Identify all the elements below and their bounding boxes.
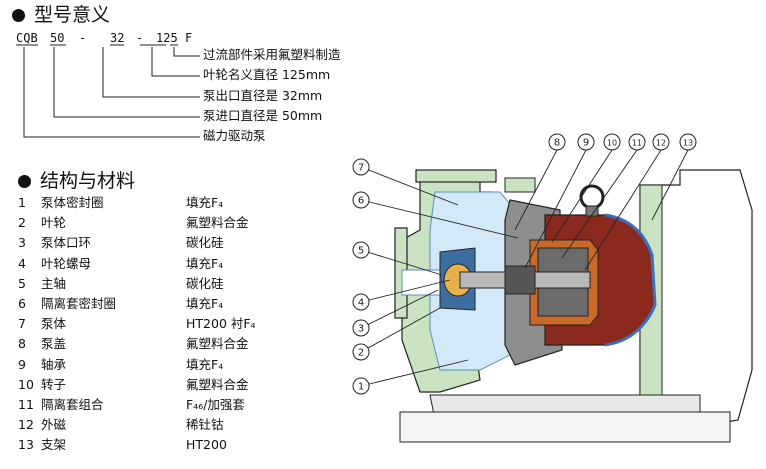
bullet-icon — [12, 9, 25, 22]
part-material: 稀钍钴 — [186, 417, 224, 433]
part-number: 3 — [18, 235, 26, 251]
inlet-passage — [401, 269, 441, 296]
part-number: 12 — [18, 417, 34, 433]
code-part-outlet: 32 — [110, 31, 125, 45]
code-part-inlet: 50 — [50, 31, 65, 45]
callout-label: 3 — [358, 324, 364, 335]
callout-circle — [577, 133, 595, 151]
code-part-dash: - — [136, 31, 144, 45]
callout-circle — [679, 133, 697, 151]
diagram-leader-lines — [360, 149, 689, 387]
part-number: 5 — [18, 275, 26, 291]
callout-circle — [352, 343, 370, 361]
part-name: 泵体 — [41, 316, 67, 332]
callout-label: 8 — [554, 138, 560, 149]
part-material: F₄₆/加强套 — [186, 397, 245, 412]
callout-label: 4 — [358, 298, 364, 309]
callout-circle — [652, 133, 670, 151]
part-material: 填充F₄ — [186, 255, 224, 271]
part-number: 9 — [18, 356, 26, 372]
callout-label: 1 — [358, 382, 364, 393]
part-name: 支架 — [41, 437, 67, 453]
part-name: 叶轮 — [41, 215, 67, 231]
part-number: 1 — [18, 195, 26, 210]
meaning-material: 过流部件采用氟塑料制造 — [203, 47, 341, 62]
meaning-pump-type: 磁力驱动泵 — [203, 128, 266, 143]
code-part-dash: - — [79, 31, 87, 45]
model-title: 型号意义 — [34, 4, 111, 26]
callout-circle — [352, 377, 370, 395]
bearing — [504, 265, 536, 295]
model-heading: 型号意义 — [12, 4, 110, 26]
part-number: 4 — [18, 255, 26, 271]
code-part-cqb: CQB — [16, 31, 38, 45]
callout-label: 10 — [607, 139, 617, 148]
part-material: 氟塑料合金 — [186, 215, 249, 231]
part-material: 填充F₄ — [186, 356, 224, 372]
callout-circle — [352, 319, 370, 337]
part-material: HT200 — [186, 437, 227, 453]
callout-label: 11 — [632, 139, 642, 148]
part-name: 泵体密封圈 — [41, 195, 104, 210]
meaning-outlet: 泵出口直径是 32mm — [203, 88, 323, 103]
code-part-impeller: 125 — [156, 31, 178, 45]
part-name: 轴承 — [41, 356, 67, 372]
part-number: 8 — [18, 336, 26, 352]
part-number: 10 — [18, 376, 34, 392]
callout-label: 13 — [683, 139, 693, 148]
outlet-flange — [415, 169, 497, 183]
callout-label: 7 — [358, 163, 364, 174]
lifting-eye-icon — [579, 184, 605, 210]
part-name: 泵体口环 — [41, 235, 92, 251]
bullet-icon — [18, 175, 31, 188]
callout-circle — [352, 191, 370, 209]
part-material: 碳化硅 — [186, 235, 224, 251]
callout-label: 5 — [358, 246, 364, 257]
part-number: 7 — [18, 316, 26, 332]
part-name: 外磁 — [41, 417, 67, 433]
structure-title: 结构与材料 — [40, 170, 136, 192]
isolation-sleeve — [604, 213, 657, 347]
part-name: 转子 — [41, 376, 67, 392]
part-material: HT200 衬F₄ — [186, 316, 256, 332]
part-material: 氟塑料合金 — [186, 336, 249, 352]
meaning-impeller: 叶轮名义直径 125mm — [203, 67, 331, 82]
part-number: 11 — [18, 397, 34, 412]
callout-circle — [352, 293, 370, 311]
callout-label: 12 — [656, 139, 666, 148]
model-leader-lines — [16, 44, 200, 138]
structure-heading: 结构与材料 — [18, 170, 135, 192]
model-code: CQB 50 - 32 - 125 F — [16, 31, 196, 45]
callout-circle — [628, 133, 646, 151]
part-name: 叶轮螺母 — [41, 255, 92, 271]
part-name: 隔离套组合 — [41, 397, 104, 412]
callout-label: 6 — [358, 196, 364, 207]
callout-circle — [548, 133, 566, 151]
base-plate — [399, 411, 731, 443]
part-material: 填充F₄ — [186, 195, 224, 210]
callout-circle — [352, 158, 370, 176]
part-material: 填充F₄ — [186, 296, 224, 311]
part-name: 泵盖 — [41, 336, 67, 352]
meaning-inlet: 泵进口直径是 50mm — [203, 108, 323, 123]
callout-label: 2 — [358, 348, 364, 359]
part-name: 隔离套密封圈 — [41, 296, 117, 311]
part-number: 13 — [18, 437, 34, 453]
callout-circle — [603, 133, 621, 151]
part-material: 氟塑料合金 — [186, 376, 249, 392]
callout-label: 9 — [583, 138, 589, 149]
lifting-eye-base — [585, 205, 599, 217]
part-number: 6 — [18, 296, 26, 311]
callout-circle — [352, 241, 370, 259]
part-material: 碳化硅 — [186, 275, 224, 291]
code-part-material: F — [185, 31, 193, 45]
part-number: 2 — [18, 215, 26, 231]
part-name: 主轴 — [41, 275, 67, 291]
outlet-flange-right — [504, 177, 536, 193]
